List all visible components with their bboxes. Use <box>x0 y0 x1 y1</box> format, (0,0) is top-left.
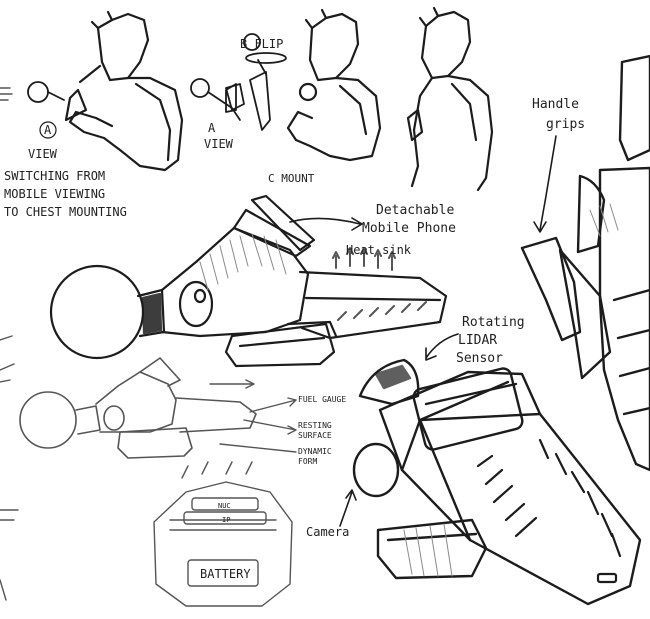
label-heat-sink: Heat sink <box>346 243 412 257</box>
main-device-hatching <box>199 233 287 291</box>
label-resting-2: SURFACE <box>298 431 332 440</box>
label-dynamic-2: FORM <box>298 457 317 466</box>
label-rotating-1: Rotating <box>462 315 525 330</box>
label-a-circle-1 <box>39 121 57 139</box>
perspective-device <box>352 358 642 606</box>
label-fuel-gauge: FUEL GAUGE <box>298 395 346 404</box>
arrow-handle <box>533 135 557 233</box>
label-handle-2: grips <box>546 117 585 132</box>
label-ip: IP <box>222 516 230 524</box>
label-detachable-1: Detachable <box>376 203 454 218</box>
secondary-arrows <box>209 379 297 453</box>
label-view-2: VIEW <box>204 137 234 151</box>
hand-device-view-2 <box>225 83 237 113</box>
perspective-slots <box>476 438 622 584</box>
battery-enclosure <box>153 461 293 607</box>
label-nuc: NUC <box>218 502 231 510</box>
figure-mount <box>406 6 494 192</box>
heat-sink-fins <box>332 247 427 321</box>
label-rotating-3: Sensor <box>456 351 503 366</box>
lidar-sphere <box>49 264 145 360</box>
arrow-rotating <box>425 333 459 361</box>
left-edge-marks <box>0 87 19 601</box>
handle-grips-device <box>520 54 650 472</box>
label-rotating-2: LIDAR <box>458 333 497 348</box>
label-dynamic-1: DYNAMIC <box>298 447 332 456</box>
label-a-view-1: A <box>44 123 52 137</box>
label-a-view-2: A <box>208 121 216 135</box>
label-flip: B FLIP <box>240 37 283 51</box>
arrow-camera <box>339 489 357 527</box>
figure-flip <box>286 8 382 162</box>
label-handle-1: Handle <box>532 97 579 112</box>
arrow-detachable <box>289 217 363 231</box>
label-switching-line-3: TO CHEST MOUNTING <box>4 205 127 219</box>
label-battery: BATTERY <box>200 567 251 581</box>
main-device-side-view <box>49 194 448 368</box>
label-resting-1: RESTING <box>298 421 332 430</box>
secondary-device-sketch <box>19 357 257 459</box>
label-switching-line-1: SWITCHING FROM <box>4 169 105 183</box>
label-camera: Camera <box>306 525 349 539</box>
label-switching-line-2: MOBILE VIEWING <box>4 187 105 201</box>
label-detachable-2: Mobile Phone <box>362 221 456 236</box>
perspective-hatching <box>403 523 453 577</box>
hand-device-view-1 <box>27 81 65 103</box>
label-mount: C MOUNT <box>268 172 315 185</box>
figure-view-1 <box>64 10 184 172</box>
handle-hatching <box>589 203 619 237</box>
label-view-1: VIEW <box>28 147 58 161</box>
